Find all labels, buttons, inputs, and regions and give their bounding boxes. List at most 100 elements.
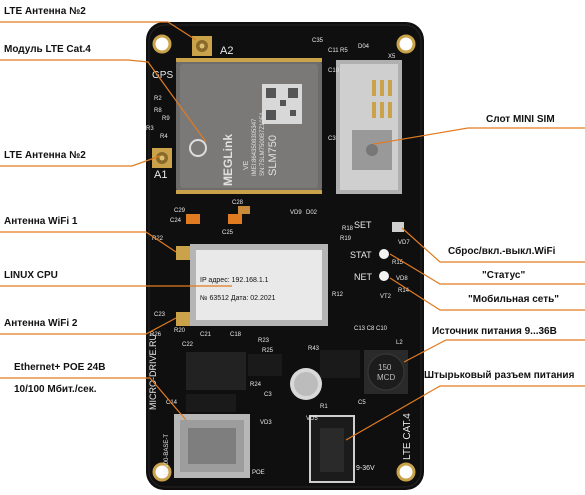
- callout-linux-cpu: LINUX CPU: [4, 270, 58, 281]
- callout-wifi-antenna-2: Антенна WiFi 2: [4, 318, 78, 329]
- cap-c25: [228, 214, 242, 224]
- silk-l2: L2: [396, 340, 403, 346]
- inductor-label: 150: [378, 363, 392, 372]
- callout-lines: [0, 21, 585, 441]
- silk-r5: R5: [340, 48, 348, 54]
- callout-lte-antenna-mid: LTE Антенна №2: [4, 150, 86, 161]
- pcb-edge: [148, 24, 422, 488]
- lte-chip-brand: MEGLink: [221, 134, 235, 186]
- silk-r20: R20: [174, 328, 186, 334]
- silk-r26: R26: [150, 332, 162, 338]
- silk-c3: C3: [328, 136, 336, 142]
- set-button: [392, 222, 404, 232]
- silk-r14: R14: [398, 288, 410, 294]
- line-status: [389, 253, 585, 285]
- silk-volt: 9-36V: [356, 465, 375, 472]
- line-wifi-ant2: [0, 317, 177, 335]
- callout-mobile-net: "Мобильная сеть": [468, 294, 559, 305]
- sticker-line1: IP адрес: 192.168.1.1: [200, 277, 269, 284]
- silk-c23: C23: [154, 312, 166, 318]
- line-lte-ant-mid: [0, 155, 161, 167]
- line-sim: [373, 127, 585, 145]
- silk-vd3: VD3: [260, 420, 272, 426]
- silk-net: NET: [354, 272, 373, 282]
- silk-r8: R8: [154, 108, 162, 114]
- silk-vd5: VD5: [306, 416, 318, 422]
- silk-eth: 10/100-BASE-T: [164, 434, 170, 476]
- silk-r3: R3: [146, 126, 154, 132]
- power-chip: [320, 350, 360, 378]
- line-ethernet: [0, 377, 187, 421]
- silk-c18: C18: [230, 332, 242, 338]
- lte-antenna-a1-connector: [152, 148, 172, 168]
- silk-x5: X5: [388, 54, 396, 60]
- silk-r25: R25: [262, 348, 274, 354]
- lte-chip-line2: IMEI:8643508305347: [252, 118, 258, 176]
- poe-module: [248, 354, 282, 376]
- silk-r12: R12: [332, 292, 344, 298]
- eth-phy-chip: [186, 352, 246, 390]
- callout-mini-sim: Слот MINI SIM: [486, 114, 555, 125]
- silk-r1: R1: [320, 404, 328, 410]
- power-inductor: 150 MCD: [364, 350, 408, 394]
- silk-stat: STAT: [350, 250, 372, 260]
- rj45-connector: [174, 414, 250, 478]
- silk-c21: C21: [200, 332, 212, 338]
- silk-vd7: VD7: [398, 240, 410, 246]
- silk-c35: C35: [312, 38, 324, 44]
- mount-hole-br: [396, 462, 416, 482]
- silk-c29: C29: [174, 208, 186, 214]
- callout-reset-wifi: Сброс/вкл.-выкл.WiFi: [448, 246, 556, 257]
- silk-r2: R2: [154, 96, 162, 102]
- line-lte-module: [0, 59, 207, 143]
- wifi-ant2-pad: [176, 312, 190, 326]
- silk-brand: MICRO-DRIVE.RU: [148, 334, 158, 410]
- silk-c10: C10: [328, 68, 340, 74]
- power-jack: [309, 415, 355, 483]
- line-reset: [401, 227, 585, 263]
- silk-c25: C25: [222, 230, 234, 236]
- line-lte-ant-top: [0, 21, 197, 41]
- silk-r15: R15: [392, 260, 404, 266]
- silk-c28: C28: [232, 200, 244, 206]
- lte-chip-line3: SN:7SLM7500B7Z105A: [260, 112, 266, 176]
- silk-c3b: C3: [264, 392, 272, 398]
- silk-r23: R23: [258, 338, 270, 344]
- cpu-shield: IP адрес: 192.168.1.1 № 63512 Дата: 02.2…: [190, 244, 328, 326]
- silk-vd9: VD9: [290, 210, 302, 216]
- line-wifi-ant1: [0, 231, 177, 253]
- callout-ethernet-line2: 10/100 Мбит./сек.: [14, 384, 97, 395]
- capacitor-electrolytic: [290, 368, 322, 400]
- sticker-line2: № 63512 Дата: 02.2021: [200, 295, 276, 302]
- silk-c24: C24: [170, 218, 182, 224]
- mount-hole-tl: [152, 34, 172, 54]
- mount-hole-bl: [152, 462, 172, 482]
- silk-poe: POE: [252, 470, 265, 476]
- callout-power-connector: Штырьковый разъем питания: [424, 370, 575, 381]
- stat-led: [379, 249, 389, 259]
- silk-gps: GPS: [152, 70, 173, 81]
- silk-c22: C22: [182, 342, 194, 348]
- callout-status: "Статус": [482, 270, 526, 281]
- silk-a2: A2: [220, 45, 233, 57]
- silk-r4: R4: [160, 134, 168, 140]
- callout-ethernet-line1: Ethernet+ POE 24В: [14, 362, 106, 373]
- callout-wifi-antenna-1: Антенна WiFi 1: [4, 216, 78, 227]
- line-power-source: [403, 339, 585, 363]
- callout-lte-antenna-top: LTE Антенна №2: [4, 6, 86, 17]
- silk-r43: R43: [308, 346, 320, 352]
- silk-set: SET: [354, 220, 372, 230]
- line-mobile: [389, 277, 585, 311]
- line-power-connector: [345, 385, 585, 441]
- silk-r22: R22: [152, 236, 164, 242]
- wifi-ant1-pad: [176, 246, 190, 260]
- net-led: [379, 271, 389, 281]
- lte-antenna-a2-connector: [192, 36, 212, 56]
- callout-lte-module: Модуль LTE Cat.4: [4, 44, 91, 55]
- silk-r9: R9: [162, 116, 170, 122]
- mount-hole-tr: [396, 34, 416, 54]
- callout-power-source: Источник питания 9...36В: [432, 326, 557, 337]
- silk-c5: C5: [358, 400, 366, 406]
